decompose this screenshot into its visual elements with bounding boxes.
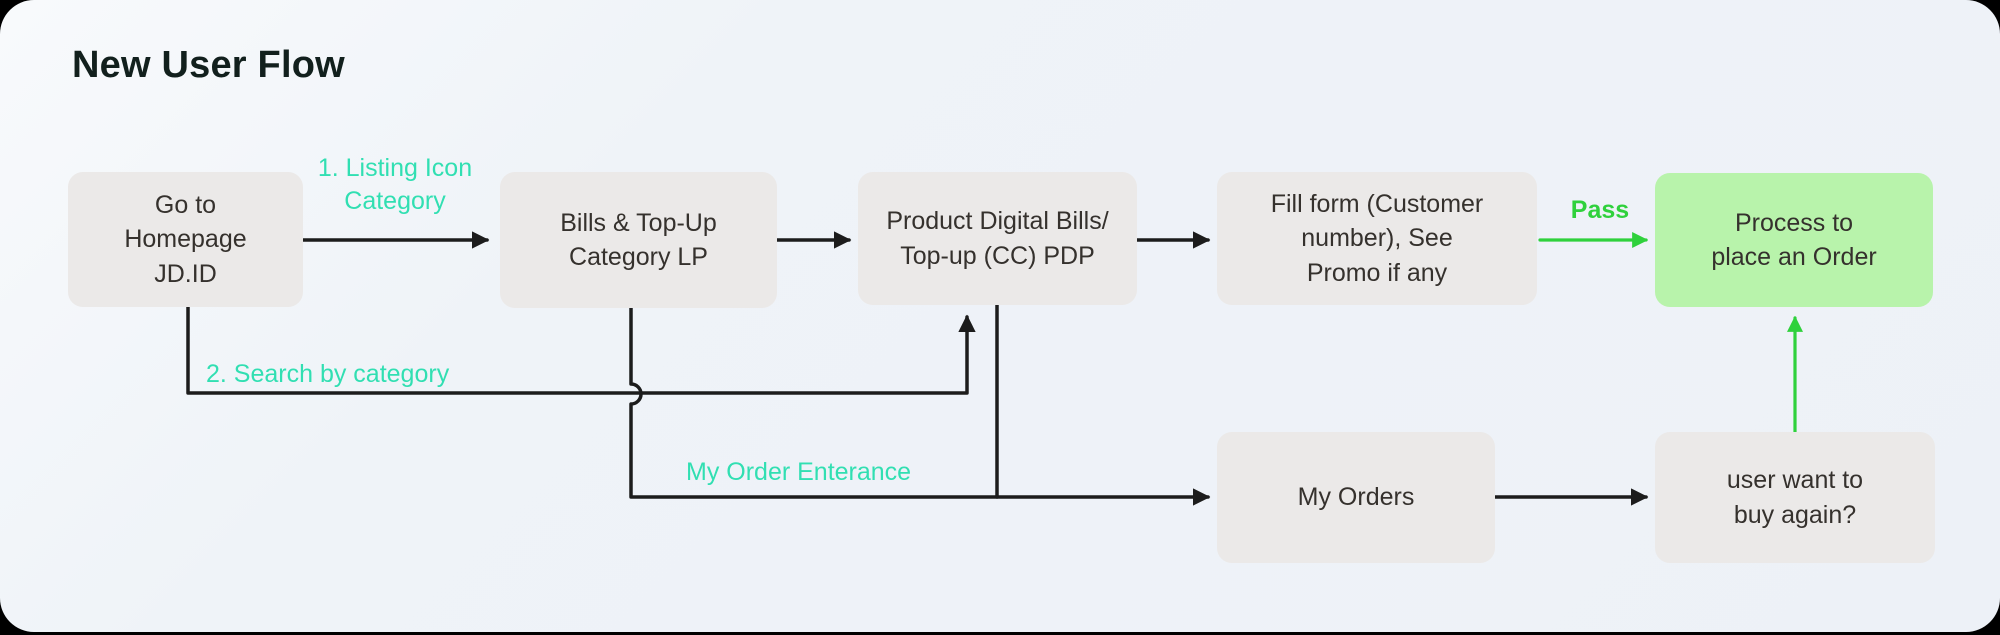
flow-node-my-orders: My Orders xyxy=(1217,432,1495,563)
flow-node-product-digital-pdp: Product Digital Bills/ Top-up (CC) PDP xyxy=(858,172,1137,305)
flow-node-go-homepage: Go to Homepage JD.ID xyxy=(68,172,303,307)
flow-node-process-order: Process to place an Order xyxy=(1655,173,1933,307)
edge-label-pass: Pass xyxy=(1570,196,1630,224)
edge-label-my-order-enterance: My Order Enterance xyxy=(686,458,912,486)
page-title: New User Flow xyxy=(72,44,345,86)
flow-node-buy-again: user want to buy again? xyxy=(1655,432,1935,563)
flow-node-fill-form: Fill form (Customer number), See Promo i… xyxy=(1217,172,1537,305)
edge-label-search-by-category: 2. Search by category xyxy=(206,360,450,388)
flow-node-bills-topup-category-lp: Bills & Top-Up Category LP xyxy=(500,172,777,308)
edge-label-listing-icon-category: 1. Listing Icon Category xyxy=(317,154,473,215)
